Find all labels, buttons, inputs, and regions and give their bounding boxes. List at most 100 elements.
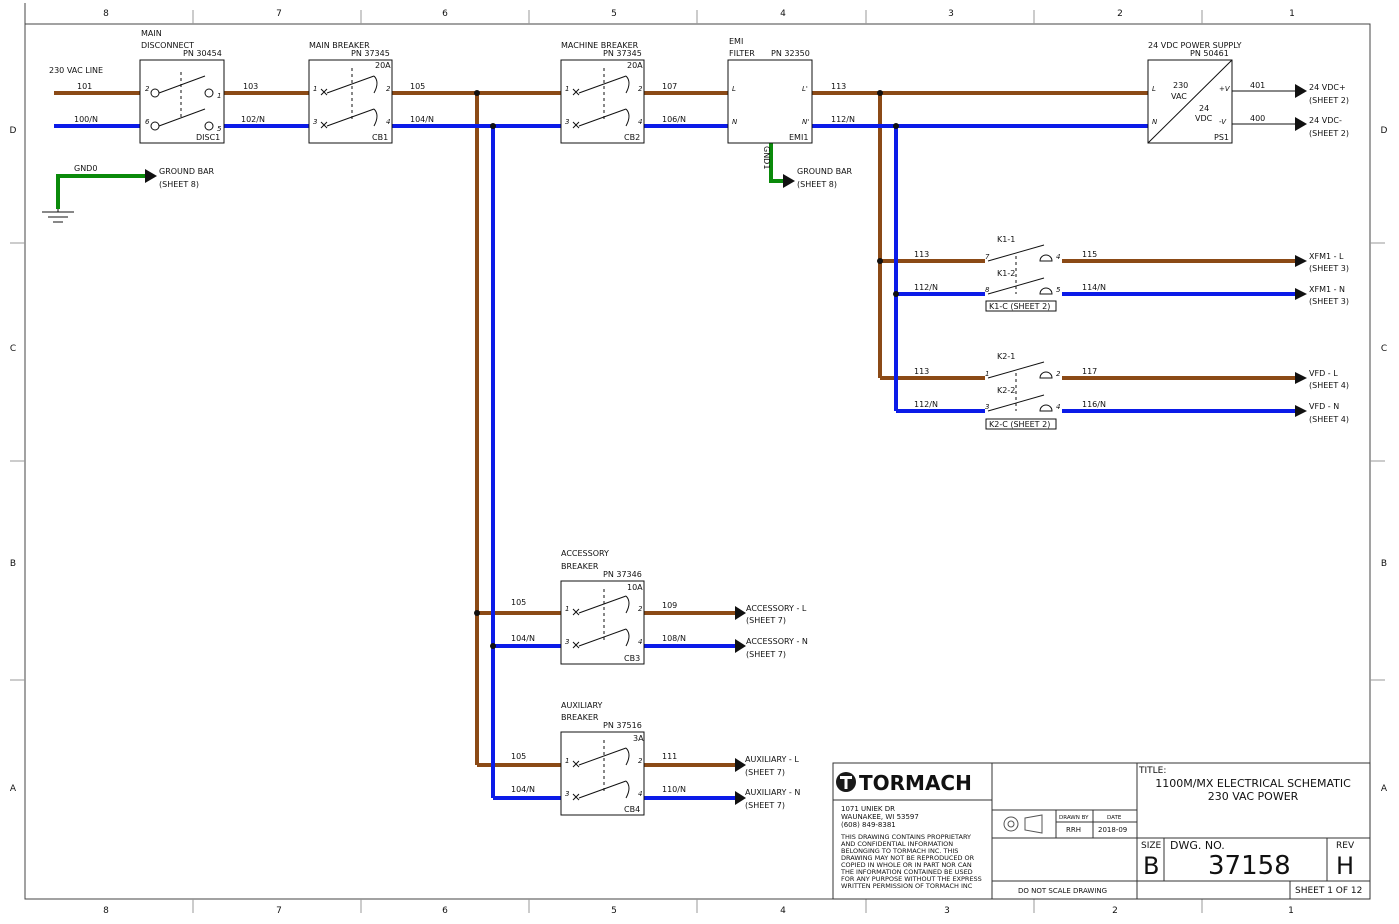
- arrowheads: [145, 84, 1307, 805]
- notice-line: WRITTEN PERMISSION OF TORMACH INC: [841, 882, 973, 890]
- wire-number: 112/N: [831, 115, 855, 124]
- label-main-disconnect: DISCONNECT: [141, 41, 194, 50]
- col-label: 4: [780, 9, 786, 19]
- junction-dot: [893, 123, 899, 129]
- label-part-number: PN 37346: [603, 570, 642, 579]
- ref-sheet: (SHEET 2): [1309, 129, 1349, 138]
- ref-sheet: (SHEET 3): [1309, 297, 1349, 306]
- pin-number: 2: [638, 605, 643, 613]
- label-amps: 10A: [627, 583, 643, 592]
- pin-number: L': [802, 85, 808, 93]
- label-part-number: PN 32350: [771, 49, 810, 58]
- col-label: 7: [276, 9, 282, 19]
- pin-number: 3: [313, 118, 317, 126]
- label-relay-coil: K2-C (SHEET 2): [989, 420, 1050, 429]
- ref-sheet: (SHEET 7): [745, 768, 785, 777]
- col-label: 6: [442, 9, 448, 19]
- label-amps: 20A: [627, 61, 643, 70]
- pin-number: 4: [638, 790, 642, 798]
- address: (608) 849-8381: [841, 821, 896, 829]
- pin-number: L: [732, 85, 736, 93]
- ref-sheet: (SHEET 8): [159, 180, 199, 189]
- ref-24vdc-minus: 24 VDC-: [1309, 116, 1342, 125]
- pin-number: 1: [217, 92, 221, 100]
- wire-number: 107: [662, 82, 677, 91]
- junction-dot: [474, 610, 480, 616]
- ref-sheet: (SHEET 2): [1309, 96, 1349, 105]
- label-psu-out: 24: [1199, 104, 1209, 113]
- ref-sheet: (SHEET 7): [746, 616, 786, 625]
- arrow-head: [735, 758, 746, 772]
- machine-breaker-box: [560, 59, 645, 144]
- pin-number: N': [802, 118, 809, 126]
- col-label: 2: [1117, 9, 1123, 19]
- label-part-number: PN 30454: [183, 49, 222, 58]
- row-label: C: [1381, 344, 1387, 354]
- arrow-head: [735, 606, 746, 620]
- label-amps: 3A: [633, 734, 644, 743]
- wire-number: 112/N: [914, 283, 938, 292]
- switch-symbols: [150, 59, 1233, 801]
- label-relay: K2-2: [997, 386, 1015, 395]
- arrow-head: [1295, 255, 1307, 267]
- label-main-breaker: MAIN BREAKER: [309, 41, 370, 50]
- pin-number: 1: [313, 85, 317, 93]
- ref-xfm-l: XFM1 - L: [1309, 252, 1344, 261]
- dwg-number: 37158: [1208, 851, 1291, 881]
- col-label: 4: [780, 906, 786, 916]
- pin-number: 4: [1056, 253, 1060, 261]
- ref-sheet: (SHEET 7): [745, 801, 785, 810]
- label-main-disconnect: MAIN: [141, 29, 162, 38]
- arrow-head: [145, 169, 157, 183]
- component-labels: 230 VAC LINE MAIN DISCONNECT PN 30454 DI…: [49, 29, 1242, 814]
- row-label: B: [1381, 559, 1387, 569]
- ref-vfd-l: VFD - L: [1309, 369, 1338, 378]
- label-auxiliary: BREAKER: [561, 713, 599, 722]
- wire-number: 113: [831, 82, 846, 91]
- pin-number: L: [1152, 85, 1156, 93]
- dwg-label: DWG. NO.: [1170, 839, 1225, 852]
- pin-number: 3: [985, 403, 989, 411]
- pin-number: 1: [565, 757, 569, 765]
- wire-number: 100/N: [74, 115, 98, 124]
- junction-dots: [474, 90, 899, 649]
- col-label: 3: [944, 906, 950, 916]
- label-part-number: PN 37516: [603, 721, 642, 730]
- wire-number: 104/N: [410, 115, 434, 124]
- pin-number: 4: [638, 638, 642, 646]
- wire-number: 103: [243, 82, 258, 91]
- rev-label: REV: [1336, 841, 1355, 851]
- wire-number: 101: [77, 82, 92, 91]
- wire-number: 113: [914, 367, 929, 376]
- arrow-head: [1295, 117, 1307, 131]
- tormach-logo-icon: [836, 772, 856, 792]
- col-label: 8: [103, 9, 109, 19]
- arrow-head: [1295, 372, 1307, 384]
- grid-labels: 8 7 6 5 4 3 2 1 8 7 6 5 4 3 2 1 D C B A …: [10, 9, 1388, 916]
- drawing-title: 1100M/MX ELECTRICAL SCHEMATIC: [1155, 777, 1351, 790]
- label-relay: K2-1: [997, 352, 1015, 361]
- label-ref: DISC1: [196, 133, 220, 142]
- junction-dot: [877, 258, 883, 264]
- wire-number: 109: [662, 601, 677, 610]
- notice-line: FOR ANY PURPOSE WITHOUT THE EXPRESS: [841, 875, 982, 883]
- frame-ticks: [10, 10, 1385, 913]
- ref-auxiliary-l: AUXILIARY - L: [745, 755, 799, 764]
- wire-number: 104/N: [511, 785, 535, 794]
- label-ref: CB1: [372, 133, 388, 142]
- wire-number: 104/N: [511, 634, 535, 643]
- junction-dot: [474, 90, 480, 96]
- label-emi: FILTER: [729, 49, 755, 58]
- row-label: D: [10, 126, 17, 136]
- col-label: 5: [611, 9, 617, 19]
- junction-dot: [490, 123, 496, 129]
- label-psu-in: VAC: [1171, 92, 1187, 101]
- sheet-number: SHEET 1 OF 12: [1295, 886, 1362, 896]
- component-boxes: [139, 59, 1233, 816]
- arrow-head: [735, 639, 746, 653]
- ref-24vdc-plus: 24 VDC+: [1309, 83, 1346, 92]
- date: 2018-09: [1098, 826, 1127, 834]
- col-label: 3: [948, 9, 954, 19]
- pin-number: 2: [638, 757, 643, 765]
- row-label: B: [10, 559, 16, 569]
